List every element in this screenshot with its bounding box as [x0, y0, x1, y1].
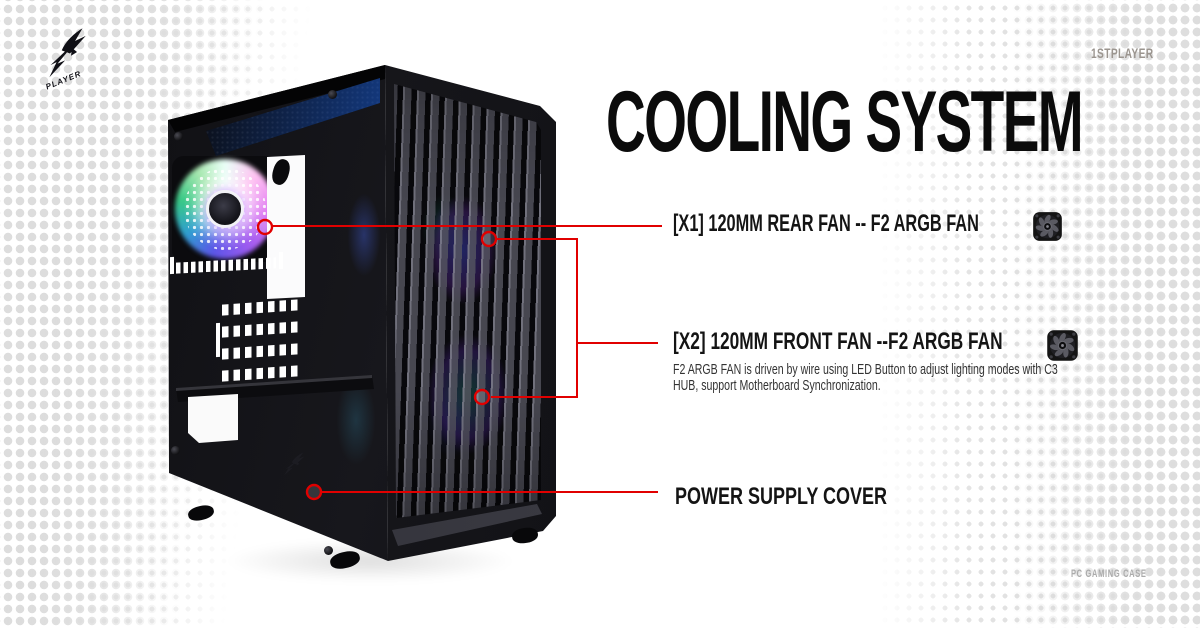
- rear-fan-marker-circle: [256, 218, 274, 236]
- callout-description-front-fan: F2 ARGB FAN is driven by wire using LED …: [673, 362, 1058, 394]
- thumbscrew: [324, 546, 333, 555]
- rear-argb-fan-hub: [206, 190, 244, 228]
- product-tagline: PC GAMING CASE: [1071, 568, 1147, 580]
- brand-wordmark: 1STPLAYER: [1091, 45, 1154, 61]
- thumbscrew: [171, 446, 180, 455]
- front-fan-top-marker-circle: [480, 230, 498, 248]
- brand-logo: PLAYER: [44, 28, 90, 92]
- psu-cover-marker-circle: [305, 483, 323, 501]
- thumbscrew: [328, 90, 337, 99]
- callout-label-rear-fan: [X1] 120MM REAR FAN -- F2 ARGB FAN: [673, 210, 979, 237]
- front-fan-bottom-marker-circle: [473, 388, 491, 406]
- callout-label-front-fan: [X2] 120MM FRONT FAN --F2 ARGB FAN: [673, 328, 1003, 355]
- callout-label-psu-cover: POWER SUPPLY COVER: [675, 483, 888, 510]
- page-title: COOLING SYSTEM: [606, 74, 1084, 170]
- front-fan-bracket-line: [491, 238, 578, 398]
- thumbscrew: [174, 132, 183, 141]
